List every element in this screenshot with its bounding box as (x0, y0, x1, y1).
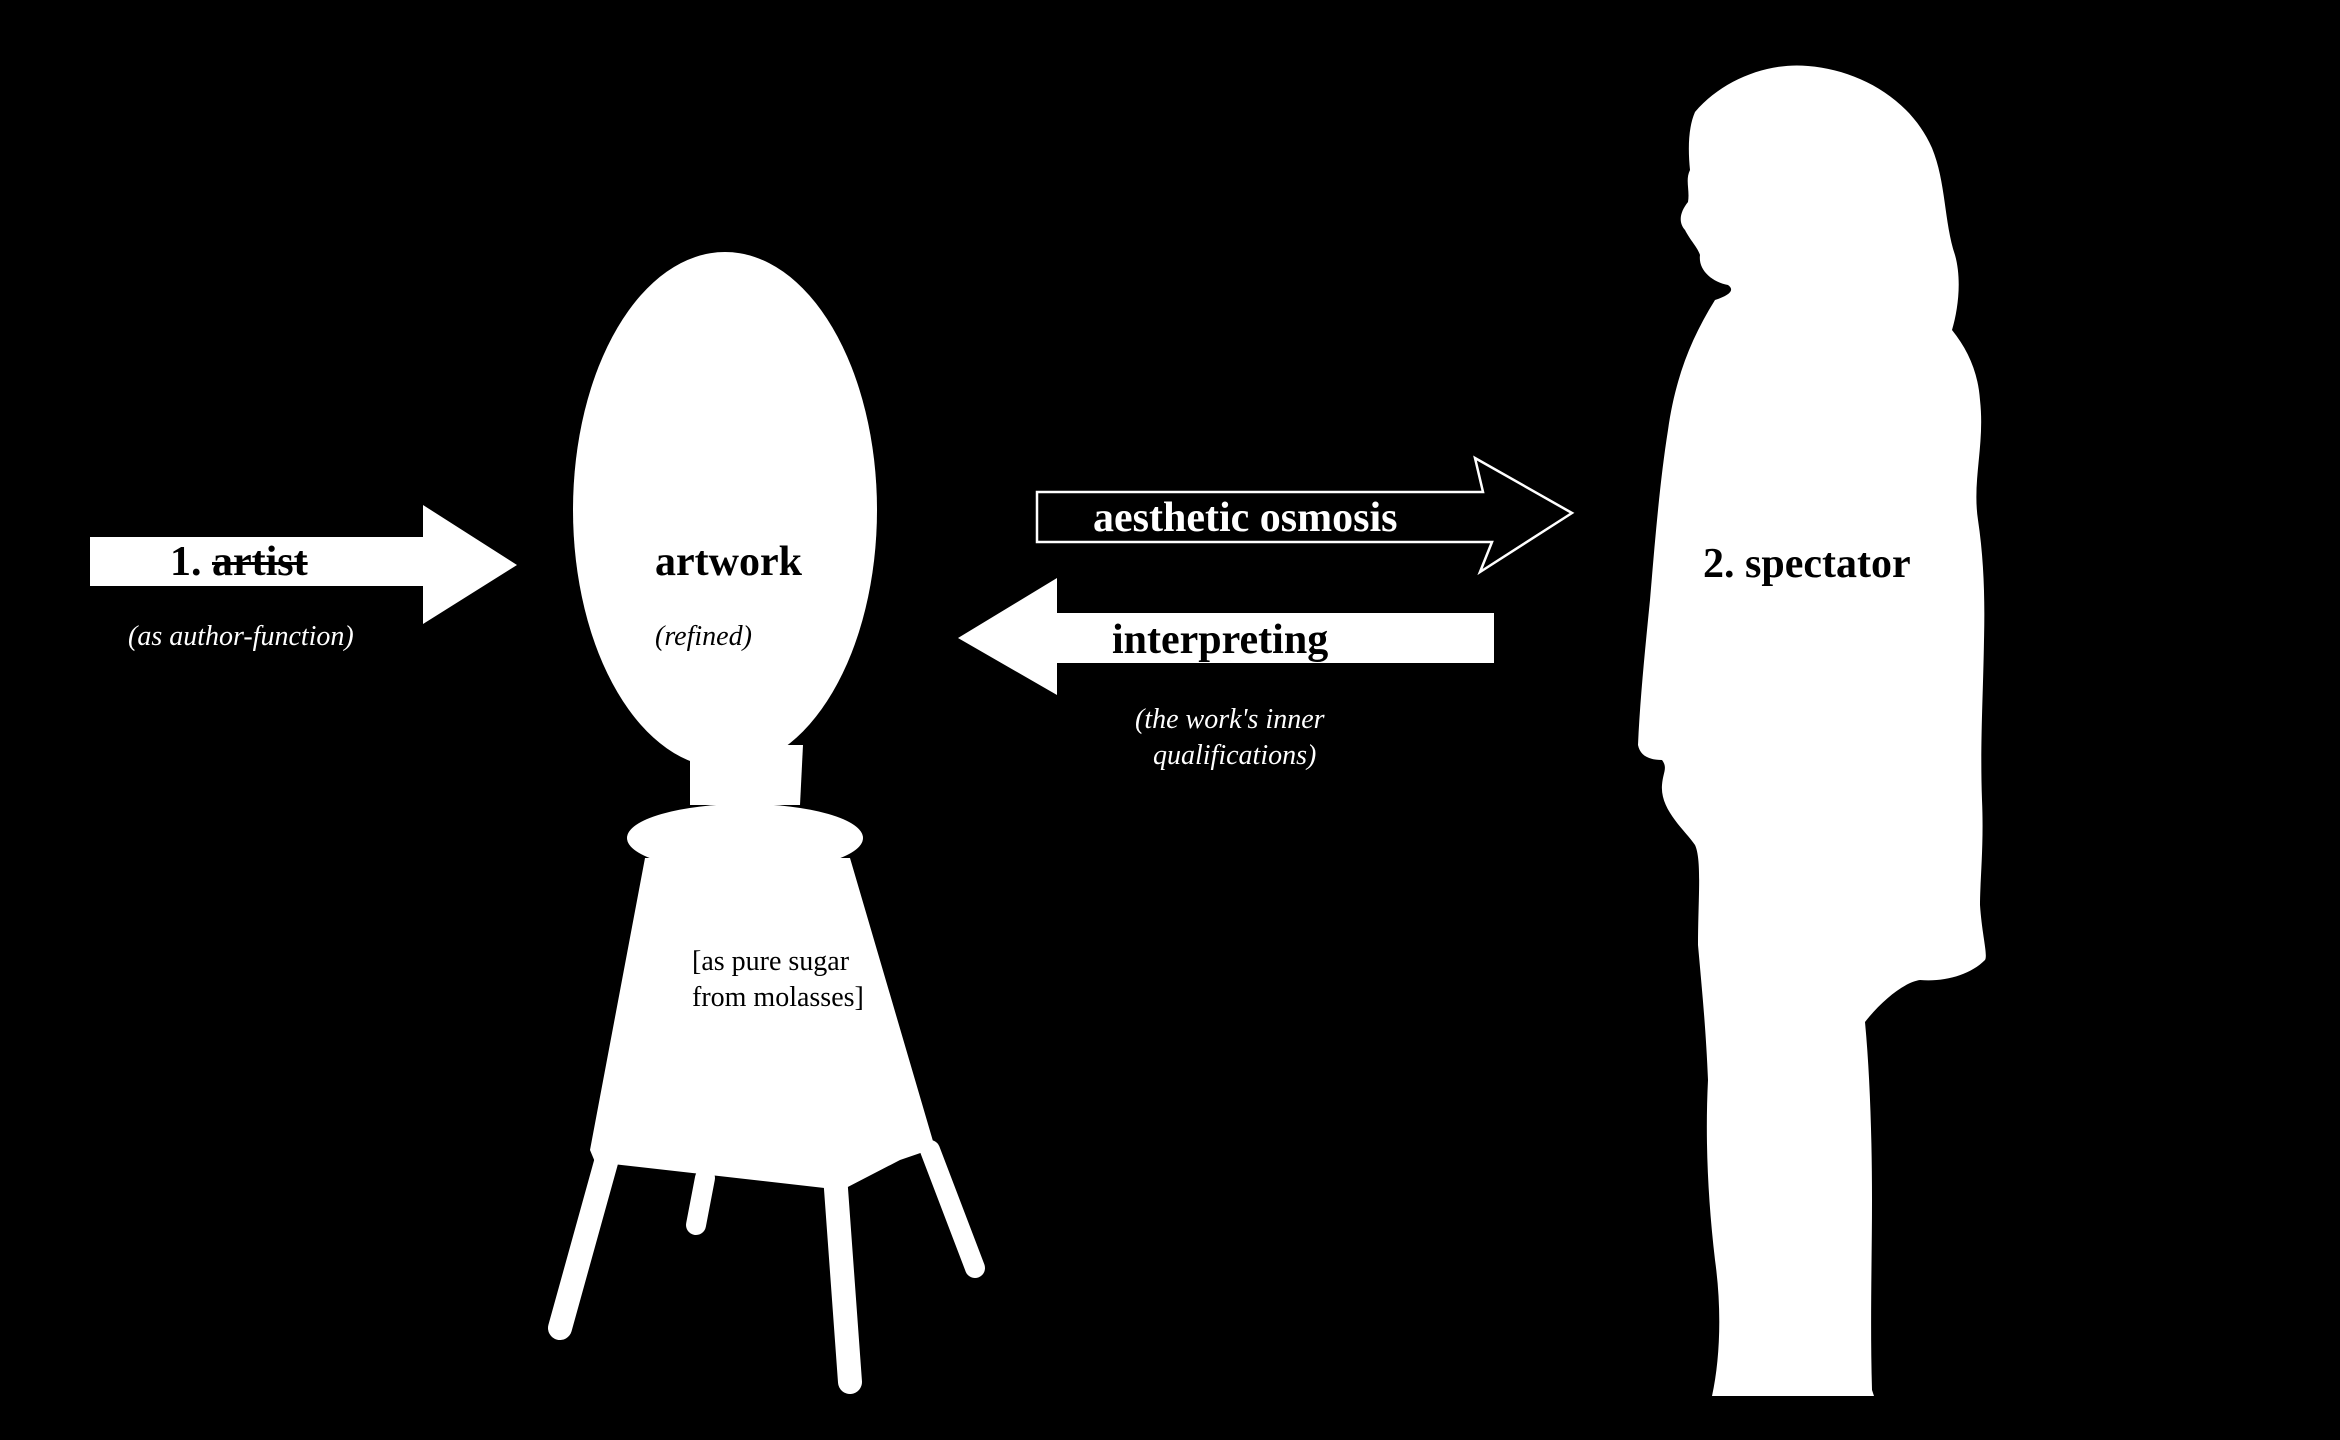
interpreting-arrow (958, 578, 1494, 695)
aesthetic-osmosis-arrow (1035, 455, 1575, 576)
stool-seat (627, 804, 863, 872)
artwork-title: artwork (655, 539, 802, 585)
aesthetic-osmosis-label: aesthetic osmosis (1093, 495, 1398, 541)
artwork-oval (573, 252, 877, 768)
interpreting-label: interpreting (1112, 617, 1329, 663)
artist-arrow (90, 505, 517, 624)
artist-name: artist (212, 539, 308, 585)
stool-body (590, 858, 935, 1190)
artist-label: 1. artist (170, 541, 308, 583)
artist-note: (as author-function) (128, 621, 354, 652)
interpreting-note-line2: qualifications) (1153, 740, 1317, 772)
spectator-label: 2. spectator (1703, 541, 1911, 587)
artwork-note: (refined) (655, 621, 752, 652)
artist-number: 1. (170, 539, 202, 585)
interpreting-note-line1: (the work's inner (1135, 704, 1325, 735)
stool-legs (548, 1140, 985, 1394)
artwork-neck (690, 745, 803, 805)
interpreting-note: (the work's inner qualifications) (1135, 702, 1325, 775)
artwork-material: [as pure sugar from molasses] (692, 944, 864, 1017)
artwork-material-line1: [as pure sugar (692, 946, 850, 977)
spectator-silhouette (1638, 65, 1986, 1397)
artwork-material-line2: from molasses] (692, 982, 864, 1014)
